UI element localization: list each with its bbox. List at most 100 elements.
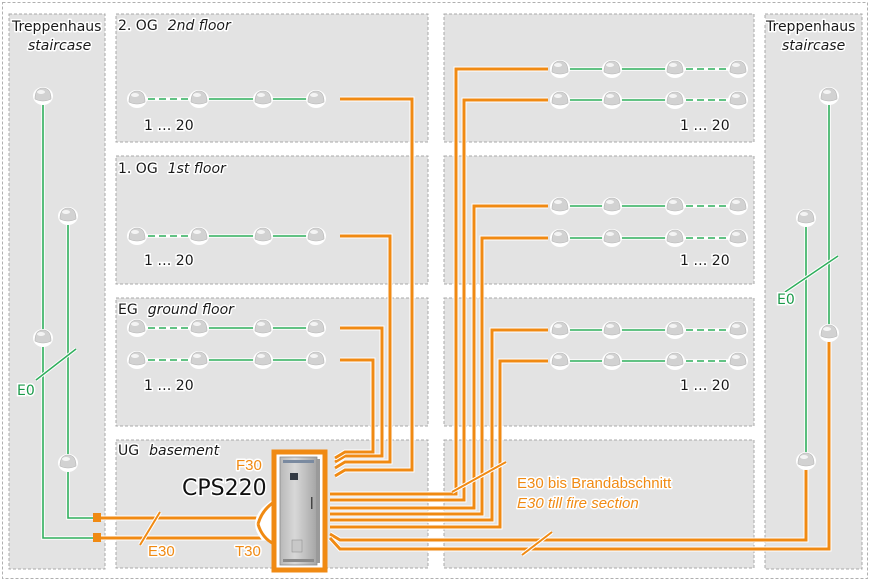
luminaire-highlight <box>554 355 562 359</box>
terminal-block <box>93 513 101 522</box>
emergency-luminaire-icon <box>796 452 816 470</box>
luminaires <box>33 60 839 472</box>
floor-label-de: EG <box>118 302 138 318</box>
luminaire-body <box>666 352 684 367</box>
luminaire-body <box>34 329 52 344</box>
device-name: CPS220 <box>182 476 267 501</box>
emergency-cable-left-2 <box>334 326 384 464</box>
emergency-cable-right-5 <box>330 359 548 529</box>
luminaire-body <box>603 91 621 106</box>
emergency-luminaire-icon <box>602 352 622 370</box>
luminaire-highlight <box>131 93 139 97</box>
luminaire-highlight <box>131 354 139 358</box>
luminaire-body <box>603 60 621 75</box>
emergency-luminaire-icon <box>602 321 622 339</box>
luminaire-highlight <box>257 93 265 97</box>
emergency-luminaire-icon <box>306 90 326 108</box>
luminaire-body <box>666 229 684 244</box>
cable-label-e30-basement: E30 <box>148 543 175 560</box>
luminaire-body <box>729 91 747 106</box>
luminaire-highlight <box>732 63 740 67</box>
luminaire-highlight <box>732 94 740 98</box>
luminaire-body <box>254 351 272 366</box>
floor-label-de: 2. OG <box>118 18 158 34</box>
luminaire-highlight <box>669 200 677 204</box>
emergency-luminaire-icon <box>819 87 839 105</box>
floor-label-en: 1st floor <box>168 161 227 177</box>
luminaire-body <box>59 207 77 222</box>
luminaire-highlight <box>669 94 677 98</box>
count-1og-left: 1 … 20 <box>144 253 194 269</box>
luminaire-body <box>551 60 569 75</box>
luminaire-highlight <box>193 230 201 234</box>
luminaire-body <box>797 452 815 467</box>
luminaire-body <box>603 197 621 212</box>
emergency-luminaire-icon <box>550 60 570 78</box>
terminal-block <box>93 533 101 542</box>
floor-label-en: basement <box>149 443 219 459</box>
emergency-luminaire-icon <box>127 90 147 108</box>
emergency-luminaire-icon <box>728 91 748 109</box>
luminaire-highlight <box>62 457 70 461</box>
luminaire-body <box>551 229 569 244</box>
luminaire-highlight <box>131 322 139 326</box>
zone-staircase-left <box>8 13 106 570</box>
luminaire-body <box>666 60 684 75</box>
luminaire-highlight <box>732 200 740 204</box>
count-eg-left: 1 … 20 <box>144 378 194 394</box>
count-eg-right: 1 … 20 <box>680 378 730 394</box>
circuit-slash-e0-left <box>35 348 77 381</box>
emergency-cable-left-1 <box>334 234 392 470</box>
luminaire-body <box>666 91 684 106</box>
cps220-cabinet[interactable] <box>255 449 328 573</box>
floor-label-en: ground floor <box>148 302 235 318</box>
emergency-luminaire-icon <box>602 229 622 247</box>
luminaire-highlight <box>554 324 562 328</box>
emergency-luminaire-icon <box>33 329 53 347</box>
luminaire-body <box>128 319 146 334</box>
luminaire-body <box>729 60 747 75</box>
zone-1st-floor-left <box>115 155 429 285</box>
emergency-cable-left-3 <box>334 358 375 460</box>
luminaire-highlight <box>669 355 677 359</box>
luminaire-body <box>307 90 325 105</box>
luminaire-highlight <box>310 354 318 358</box>
luminaire-highlight <box>800 212 808 216</box>
luminaire-body <box>551 321 569 336</box>
luminaire-highlight <box>193 354 201 358</box>
emergency-cable-left-0 <box>334 97 414 478</box>
emergency-luminaire-icon <box>796 209 816 227</box>
luminaire-highlight <box>606 232 614 236</box>
luminaire-highlight <box>823 327 831 331</box>
emergency-luminaire-icon <box>550 91 570 109</box>
luminaire-highlight <box>669 232 677 236</box>
luminaire-highlight <box>193 93 201 97</box>
emergency-luminaire-icon <box>728 321 748 339</box>
emergency-cabinet-icon <box>279 456 320 566</box>
luminaire-highlight <box>606 63 614 67</box>
luminaire-body <box>603 321 621 336</box>
luminaire-body <box>190 351 208 366</box>
zone-2nd-floor-left <box>115 13 429 143</box>
luminaire-highlight <box>37 90 45 94</box>
luminaire-body <box>59 454 77 469</box>
luminaire-body <box>254 227 272 242</box>
emergency-luminaire-icon <box>665 352 685 370</box>
luminaire-body <box>666 321 684 336</box>
zone-1st-floor-right <box>443 155 755 285</box>
luminaire-body <box>666 197 684 212</box>
luminaire-body <box>128 227 146 242</box>
luminaire-highlight <box>732 232 740 236</box>
luminaire-body <box>190 90 208 105</box>
emergency-luminaire-icon <box>665 60 685 78</box>
circuit-label-e0-right: E0 <box>777 292 795 308</box>
luminaire-highlight <box>606 200 614 204</box>
emergency-luminaire-icon <box>58 207 78 225</box>
staircase-right-label-de: Treppenhaus <box>765 19 855 35</box>
emergency-luminaire-icon <box>665 91 685 109</box>
count-1og-right: 1 … 20 <box>680 253 730 269</box>
emergency-luminaire-icon <box>306 351 326 369</box>
emergency-cable-right-3 <box>330 236 548 516</box>
emergency-luminaire-icon <box>189 90 209 108</box>
